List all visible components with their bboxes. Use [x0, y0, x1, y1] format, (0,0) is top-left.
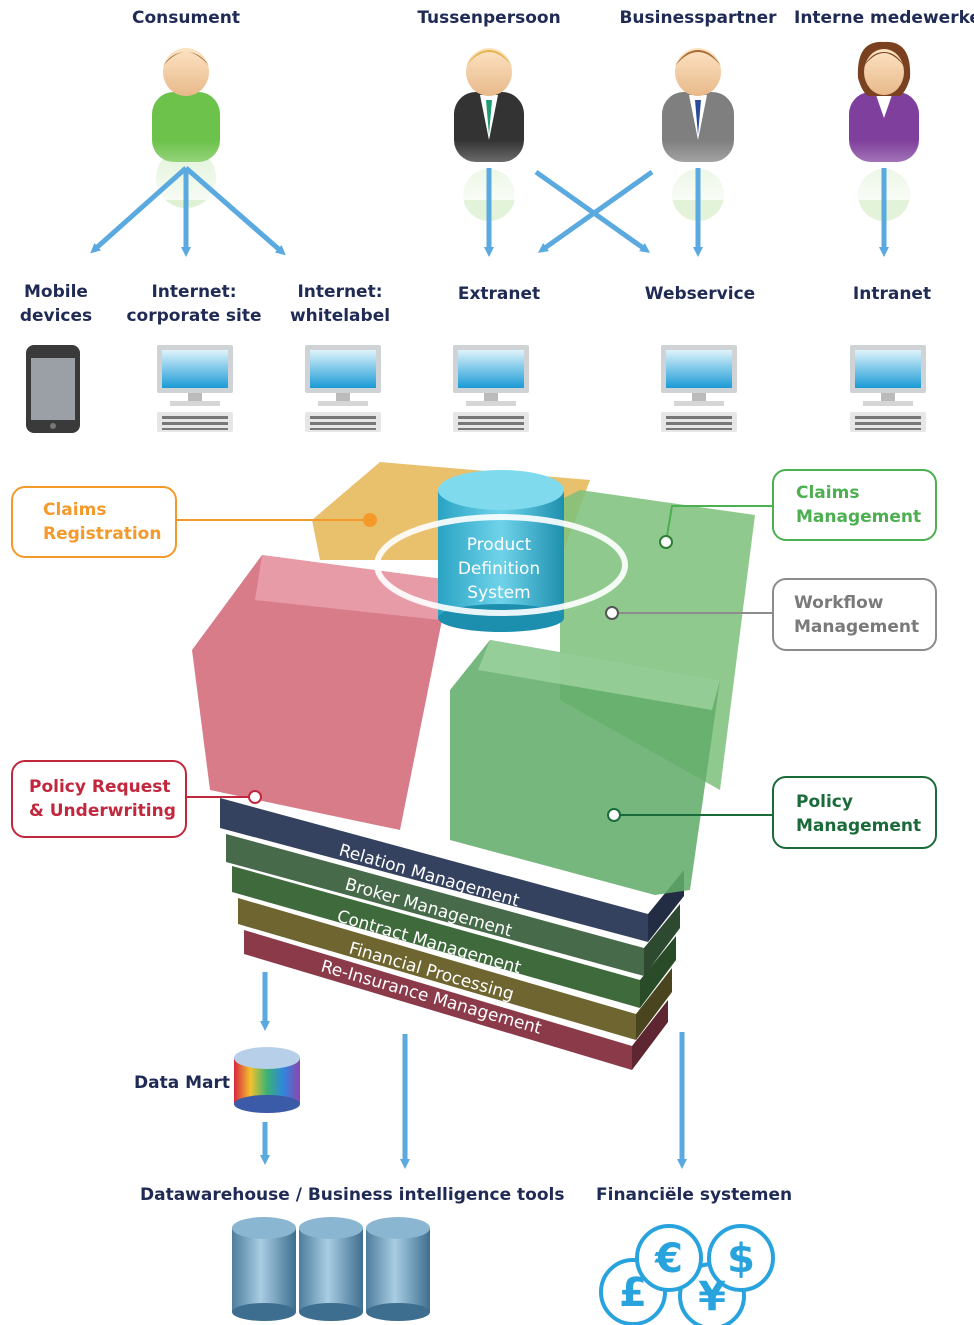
actor-label-businesspartner: Businesspartner [619, 8, 777, 28]
tussenpersoon-person-icon [454, 48, 524, 221]
pds-label: Product Definition System [458, 535, 540, 603]
output-arrows [260, 972, 687, 1169]
svg-text:System: System [467, 583, 530, 603]
svg-text:Product: Product [467, 535, 532, 555]
actor-label-consument: Consument [132, 8, 240, 28]
dollar-icon: $ [727, 1236, 755, 1282]
svg-text:Definition: Definition [458, 559, 540, 579]
yen-icon: ¥ [698, 1274, 726, 1320]
mobile-device-icon [26, 345, 80, 433]
computer-icon [305, 345, 381, 432]
currency-coins [599, 1224, 775, 1325]
channel-extranet: Extranet [457, 284, 541, 304]
core-system-cube [192, 462, 755, 1070]
pound-icon: £ [619, 1270, 647, 1316]
euro-icon: € [654, 1236, 683, 1282]
computer-icon [850, 345, 926, 432]
financiele-systemen-label: Financiële systemen [596, 1185, 793, 1205]
channel-whitelabel: Internet:whitelabel [289, 282, 391, 326]
data-mart-label: Data Mart [134, 1073, 230, 1093]
channel-arrows [90, 166, 889, 257]
currency-symbols: € $ £ ¥ [619, 1236, 755, 1320]
channel-webservice: Webservice [644, 284, 756, 304]
computer-icon [157, 345, 233, 432]
callout-connectors [176, 505, 772, 816]
actor-label-interne-medewerker: Interne medewerker [794, 8, 974, 28]
channel-corporate-site: Internet:corporate site [126, 282, 262, 326]
callout-policy-request-underwriting: Policy Request& Underwriting [11, 760, 187, 838]
channel-intranet: Intranet [852, 284, 932, 304]
computer-icon [661, 345, 737, 432]
computer-icon [453, 345, 529, 432]
datawarehouse-label: Datawarehouse / Business intelligence to… [140, 1185, 565, 1205]
callout-dots [248, 513, 673, 822]
data-mart-database-icon [234, 1047, 300, 1113]
datawarehouse-database-icons [232, 1217, 430, 1321]
actor-label-tussenpersoon: Tussenpersoon [417, 8, 561, 28]
